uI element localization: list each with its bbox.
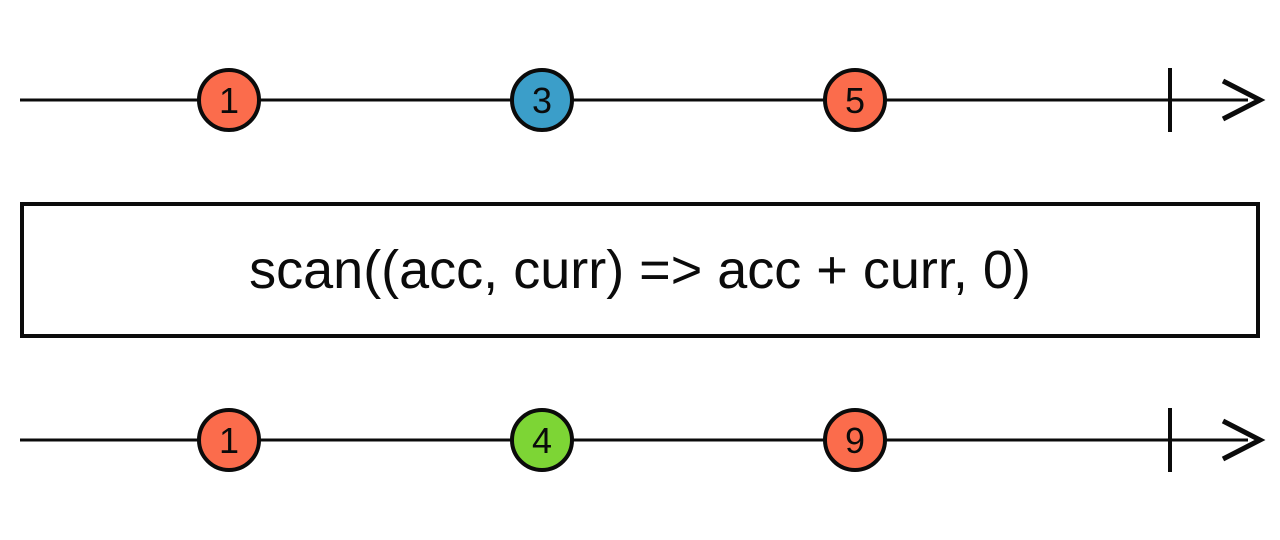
input-stream: 1 3 5 xyxy=(0,0,1280,200)
operator-label: scan((acc, curr) => acc + curr, 0) xyxy=(249,240,1031,300)
arrowhead-icon xyxy=(1221,78,1266,122)
output-stream: 1 4 9 xyxy=(0,340,1280,540)
marble-9: 9 xyxy=(823,408,887,472)
input-timeline xyxy=(20,68,1266,132)
operator-box: scan((acc, curr) => acc + curr, 0) xyxy=(20,202,1260,338)
marble-1: 1 xyxy=(197,68,261,132)
marble-value: 9 xyxy=(844,420,866,461)
marble-value: 1 xyxy=(218,420,240,461)
marble-value: 1 xyxy=(218,80,240,121)
marble-value: 3 xyxy=(531,80,553,121)
marble-5: 5 xyxy=(823,68,887,132)
marble-1: 1 xyxy=(197,408,261,472)
marble-3: 3 xyxy=(510,68,574,132)
output-timeline xyxy=(20,408,1266,472)
marble-value: 4 xyxy=(531,420,553,461)
marble-4: 4 xyxy=(510,408,574,472)
marble-value: 5 xyxy=(844,80,866,121)
arrowhead-icon xyxy=(1221,418,1266,462)
